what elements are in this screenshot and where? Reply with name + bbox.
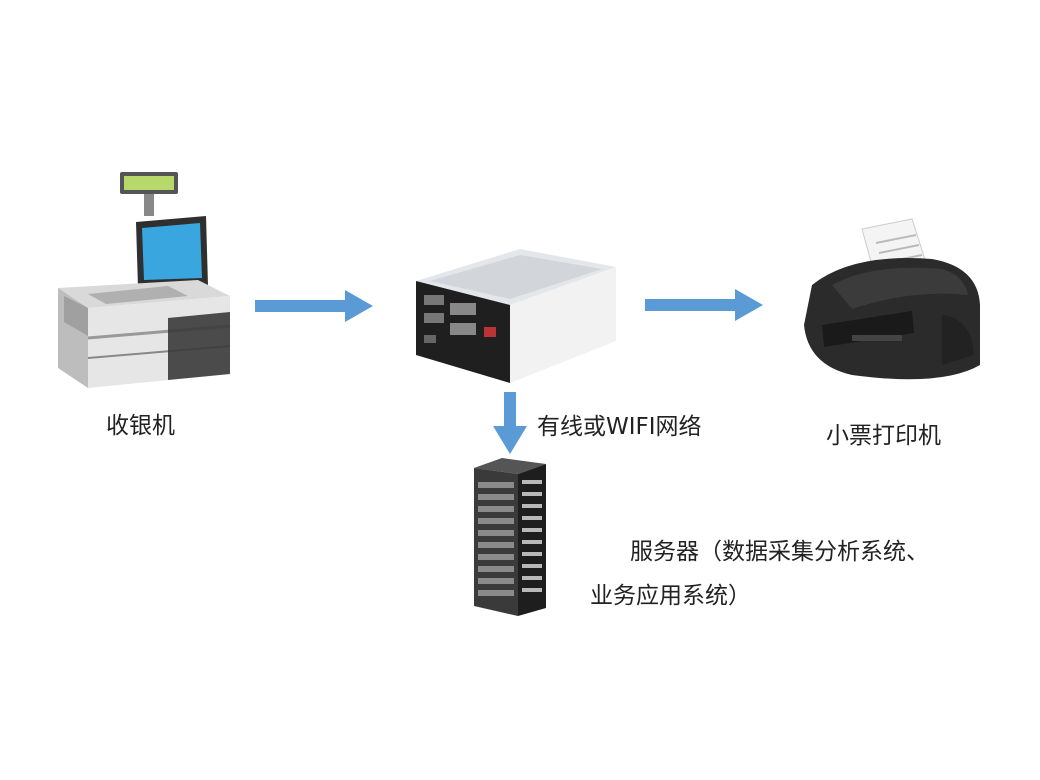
arrow-box-to-server: [493, 392, 527, 454]
pos-label: 收银机: [106, 413, 175, 439]
printer-label: 小票打印机: [826, 423, 941, 449]
network-box: [410, 243, 620, 388]
network-edge-label: 有线或WIFI网络: [537, 414, 702, 440]
server-desc-line2: 业务应用系统）: [590, 583, 751, 609]
arrow-pos-to-box: [255, 290, 373, 322]
server-desc-line1: 服务器（数据采集分析系统、: [630, 539, 929, 565]
receipt-printer-icon: [804, 218, 980, 380]
server-rack-icon: [474, 458, 546, 616]
server-description: 服务器（数据采集分析系统、 业务应用系统）: [590, 530, 1010, 618]
pos-terminal: [48, 168, 238, 393]
cash-register-icon: [58, 172, 231, 388]
network-box-icon: [416, 249, 616, 383]
receipt-printer: [792, 215, 982, 390]
arrow-box-to-printer: [645, 289, 763, 321]
server-rack: [468, 458, 548, 618]
